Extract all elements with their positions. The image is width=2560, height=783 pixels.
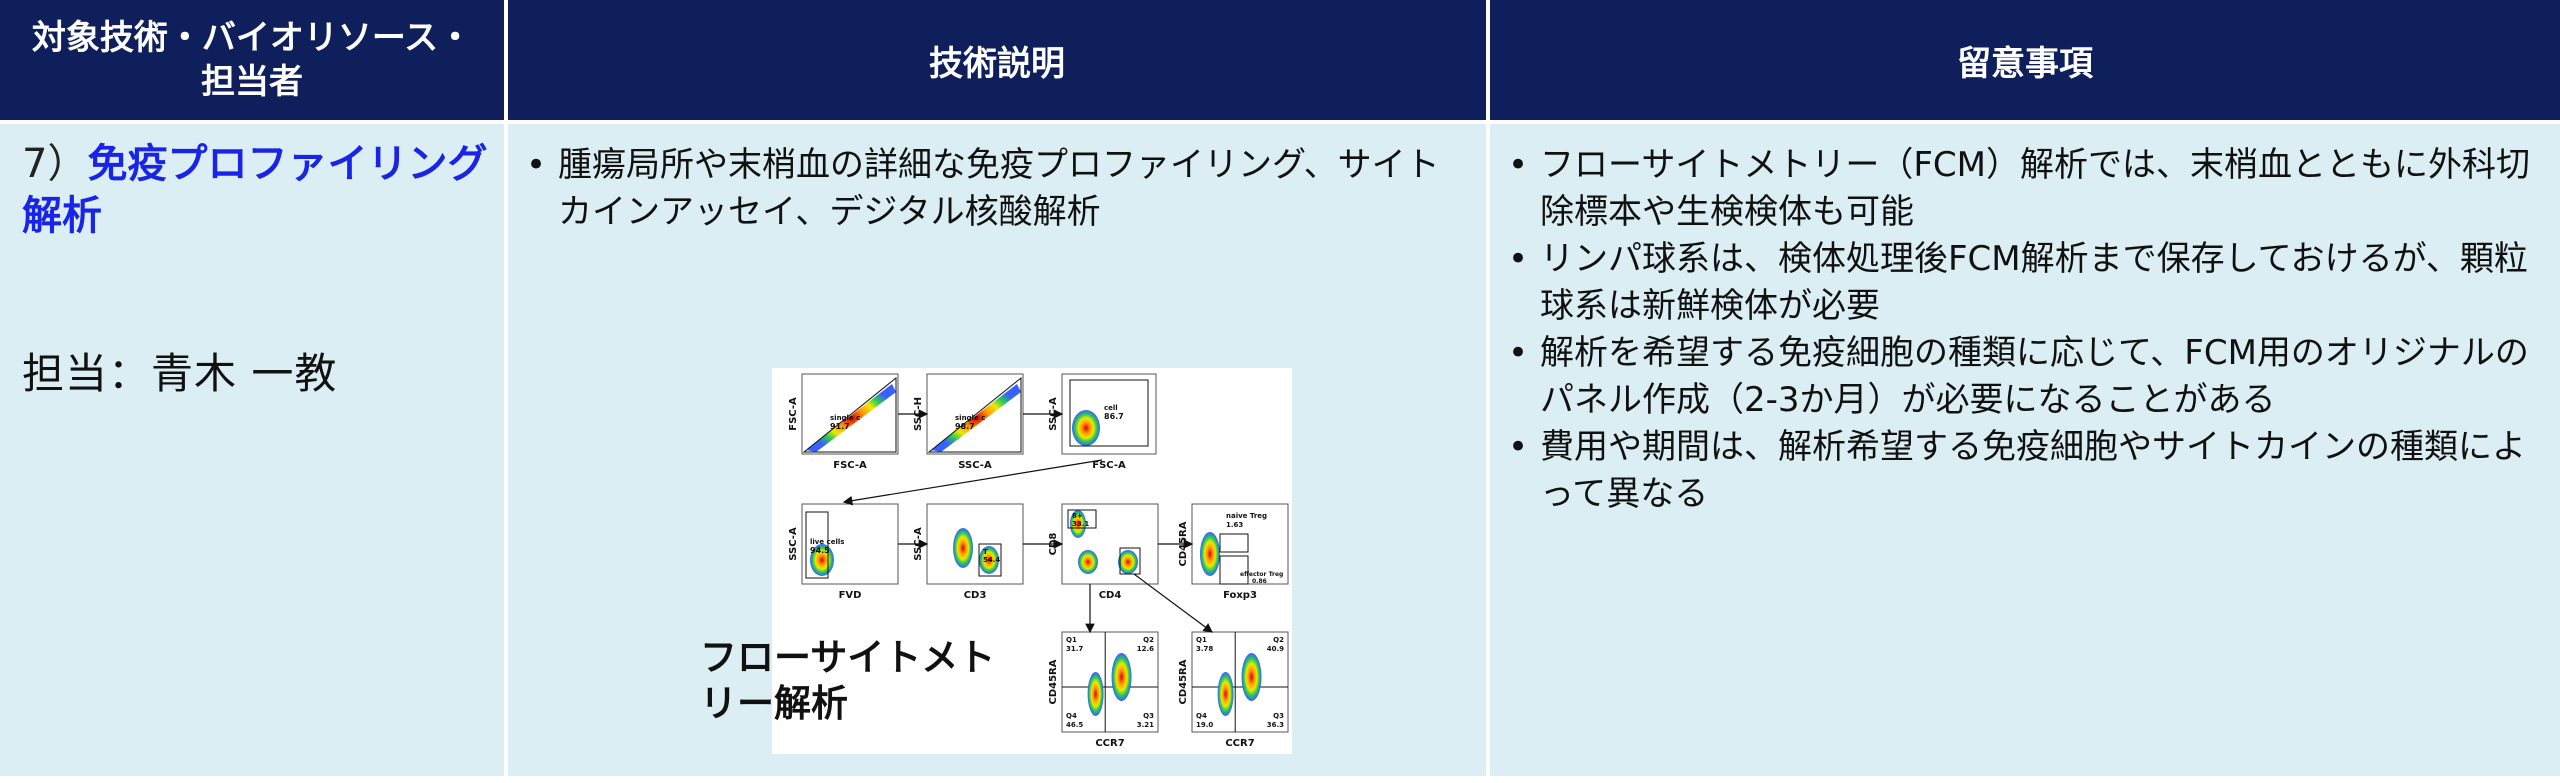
quadrant-label: Q4 (1196, 712, 1207, 720)
gate-label: effector Treg (1240, 571, 1283, 578)
header-description-label: 技術説明 (929, 43, 1065, 84)
x-axis-label: FSC-A (833, 460, 867, 471)
gate-percent: 33.1 (1072, 520, 1089, 528)
gate-percent: 0.86 (1252, 578, 1267, 585)
gate (927, 376, 1022, 453)
gate (1219, 533, 1249, 553)
gate-percent: 1.63 (1226, 521, 1243, 529)
gate-percent: 86.7 (1104, 412, 1124, 421)
gate (802, 376, 897, 453)
header-notes: 留意事項 (1490, 0, 2560, 120)
description-item: 腫瘍局所や末梢血の詳細な免疫プロファイリング、サイトカインアッセイ、デジタル核酸… (518, 142, 1473, 236)
quadrant-percent: 40.9 (1267, 645, 1284, 653)
quadrant-percent: 19.0 (1196, 721, 1213, 729)
note-item: 解析を希望する免疫細胞の種類に応じて、FCM用のオリジナルのパネル作成（2-3か… (1500, 330, 2550, 424)
gate (1219, 555, 1249, 585)
header-description: 技術説明 (508, 0, 1486, 120)
gating-arrow (1133, 573, 1213, 633)
diagonal-population (806, 384, 896, 452)
plot-frame (1061, 631, 1159, 733)
description-list: 腫瘍局所や末梢血の詳細な免疫プロファイリング、サイトカインアッセイ、デジタル核酸… (518, 142, 1473, 236)
quadrant-percent: 3.21 (1137, 721, 1154, 729)
gate-label: T (983, 548, 988, 556)
quadrant-label: Q3 (1273, 712, 1284, 720)
cell-population (1072, 410, 1100, 446)
person-in-charge: 担当：青木 一教 (22, 349, 338, 398)
gate-label: cell (1104, 404, 1118, 412)
header-notes-label: 留意事項 (1957, 43, 2093, 84)
quadrant-label: Q2 (1273, 636, 1284, 644)
gating-arrow (842, 459, 1103, 506)
plot-frame (1191, 631, 1289, 733)
gate-label: naive Treg (1226, 512, 1267, 520)
cell-population (1217, 672, 1234, 716)
row-number: 7） (22, 141, 88, 187)
cell-population (1241, 653, 1262, 701)
y-axis-label: CD45RA (1178, 659, 1189, 704)
note-item: 費用や期間は、解析希望する免疫細胞やサイトカインの種類によって異なる (1500, 424, 2550, 518)
cell-population (1078, 550, 1098, 574)
quadrant-percent: 36.3 (1267, 721, 1284, 729)
quadrant-label: Q4 (1066, 712, 1077, 720)
quadrant-percent: 12.6 (1137, 645, 1154, 653)
gate-percent: 91.7 (830, 422, 850, 431)
notes-list: フローサイトメトリー（FCM）解析では、末梢血とともに外科切除標本や生検検体も可… (1500, 142, 2550, 518)
cell-population (1111, 653, 1132, 701)
plot-frame (926, 503, 1024, 585)
x-axis-label: CCR7 (1095, 738, 1124, 749)
row-title: 7）免疫プロファイリング解析 (22, 138, 492, 242)
quadrant-percent: 46.5 (1066, 721, 1083, 729)
gate-percent: 98.7 (955, 422, 975, 431)
plot-frame (801, 503, 899, 585)
quadrant-label: Q1 (1196, 636, 1207, 644)
gate-label: 8+ (1072, 512, 1083, 520)
x-axis-label: FSC-A (1092, 460, 1126, 471)
cell-population (979, 546, 999, 574)
note-item: リンパ球系は、検体処理後FCM解析まで保存しておけるが、顆粒球系は新鮮検体が必要 (1500, 236, 2550, 330)
x-axis-label: CD4 (1099, 590, 1122, 601)
gate (1119, 547, 1141, 575)
quadrant-label: Q3 (1143, 712, 1154, 720)
gate-label: single c (955, 414, 985, 422)
gate-label: single c (830, 414, 860, 422)
quadrant-percent: 31.7 (1066, 645, 1083, 653)
x-axis-label: SSC-A (958, 460, 992, 471)
gate-percent: 54.4 (983, 556, 1000, 564)
y-axis-label: SSC-A (788, 527, 799, 561)
gate-label: live cells (810, 538, 844, 546)
cell-population (953, 528, 973, 568)
x-axis-label: CCR7 (1225, 738, 1254, 749)
quadrant-label: Q2 (1143, 636, 1154, 644)
quadrant-label: Q1 (1066, 636, 1077, 644)
cell-population (1070, 510, 1086, 538)
cell-population (1118, 550, 1138, 574)
gate (805, 511, 829, 579)
cell-population (1087, 672, 1104, 716)
header-target-tech-label: 対象技術・バイオリソース・担当者 (31, 18, 473, 102)
y-axis-label: FSC-A (788, 397, 799, 431)
cell-target (0, 124, 504, 776)
x-axis-label: CD3 (964, 590, 987, 601)
gate (978, 543, 1002, 577)
header-target-tech: 対象技術・バイオリソース・担当者 (0, 0, 504, 120)
row-title-text: 免疫プロファイリング解析 (22, 141, 488, 239)
y-axis-label: CD45RA (1048, 659, 1059, 704)
quadrant-percent: 3.78 (1196, 645, 1213, 653)
figure-label-text: フローサイトメトリー解析 (700, 636, 996, 725)
x-axis-label: Foxp3 (1223, 590, 1257, 601)
plot-frame (926, 373, 1024, 455)
figure-label: フローサイトメトリー解析 (700, 635, 1030, 727)
note-item: フローサイトメトリー（FCM）解析では、末梢血とともに外科切除標本や生検検体も可… (1500, 142, 2550, 236)
x-axis-label: FVD (839, 590, 862, 601)
gate (1067, 509, 1097, 529)
diagonal-population (931, 384, 1021, 452)
gate-percent: 94.5 (810, 546, 830, 555)
cell-population (1200, 532, 1220, 576)
gate (1069, 379, 1149, 447)
